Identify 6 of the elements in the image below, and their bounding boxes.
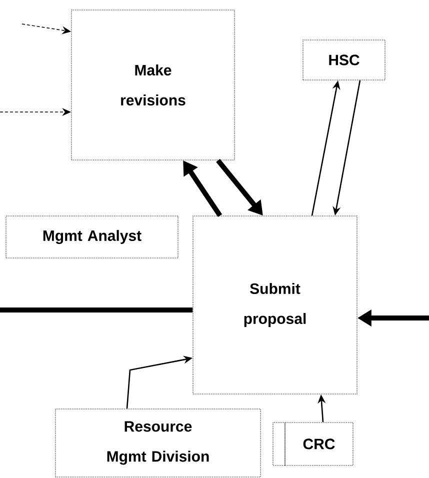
process-box: Mgmt Analyst [6,216,178,258]
process-box: CRC [272,422,354,466]
process-box: Resource Mgmt Division [55,408,261,478]
process-box: Submit proposal [192,216,358,394]
process-box: HSC [302,40,386,80]
process-box: Make revisions [71,10,235,160]
